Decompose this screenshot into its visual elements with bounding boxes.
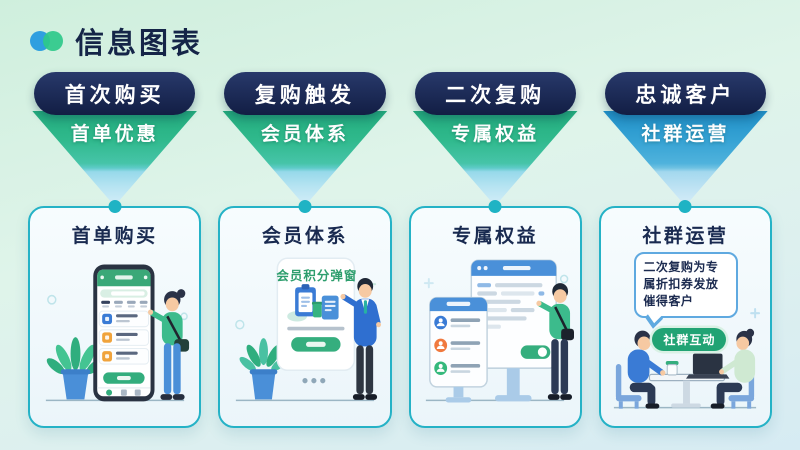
cup-icon <box>666 360 679 376</box>
home-nav-icon <box>105 389 112 396</box>
woman-figure <box>147 289 189 400</box>
connector-dot <box>488 200 502 213</box>
card-community-operation: 社群运营 <box>598 206 772 428</box>
funnel-label: 专属权益 <box>451 124 540 145</box>
column-first-purchase: 首次购买 首单优惠 首单购买 <box>28 72 202 428</box>
stage-pill: 首次购买 <box>34 72 196 115</box>
man-figure <box>536 283 575 400</box>
funnel-wrap: 会员体系 <box>218 111 391 206</box>
speech-bubble: 二次复购为专 属折扣券发放 催得客户 <box>634 252 739 319</box>
points-jar-icon <box>312 303 322 318</box>
profile-nav-icon <box>134 389 141 396</box>
funnel-label: 会员体系 <box>260 124 349 145</box>
stage-pill: 忠诚客户 <box>604 72 766 115</box>
community-meeting-illustration: 二次复购为专 属折扣券发放 催得客户 社群互动 <box>606 252 764 418</box>
card-title: 首单购买 <box>71 226 158 247</box>
cart-nav-icon <box>120 389 127 396</box>
stage-pill: 复购触发 <box>224 72 386 115</box>
small-panel <box>429 296 488 403</box>
phone-mockup <box>92 264 155 402</box>
plant-icon <box>239 338 288 400</box>
popup-title: 会员积分弹窗 <box>276 269 358 283</box>
document-icon <box>321 295 339 320</box>
card-title: 会员体系 <box>261 226 348 247</box>
large-panel <box>470 259 558 402</box>
avatar-icon <box>434 361 448 375</box>
bubble-line: 属折扣券发放 <box>643 277 719 292</box>
card-exclusive-benefits: 专属权益 <box>408 206 582 428</box>
arms <box>642 357 740 376</box>
laptop-icon <box>686 353 730 379</box>
table <box>649 373 726 408</box>
funnel-label: 首单优惠 <box>70 124 159 145</box>
logo-green-circle <box>43 31 63 51</box>
bubble-line: 催得客户 <box>643 294 694 309</box>
funnel-columns: 首次购买 首单优惠 首单购买 <box>28 72 772 428</box>
funnel-wrap: 专属权益 <box>409 111 582 206</box>
card-first-order: 首单购买 <box>28 206 202 428</box>
bubble-line: 二次复购为专 <box>643 260 719 274</box>
phone-shopping-illustration <box>36 252 194 418</box>
overlapping-circles-logo-icon <box>30 30 64 52</box>
community-interaction-tag: 社群互动 <box>652 328 727 351</box>
man-figure <box>340 277 381 400</box>
member-points-popup-illustration: 会员积分弹窗 <box>226 252 384 418</box>
brand-header: 信息图表 <box>30 20 203 62</box>
popup-card <box>276 257 355 372</box>
card-member-system: 会员体系 <box>218 206 392 428</box>
stage-pill: 二次复购 <box>414 72 576 115</box>
funnel-wrap: 首单优惠 <box>28 111 201 206</box>
left-chair <box>616 364 642 409</box>
funnel-wrap: 社群运营 <box>599 111 772 206</box>
benefit-panels-illustration <box>416 252 575 418</box>
connector-dot <box>678 200 692 213</box>
funnel-label: 社群运营 <box>641 124 730 145</box>
column-repurchase-trigger: 复购触发 会员体系 会员体系 <box>218 72 392 428</box>
column-loyal-customers: 忠诚客户 社群运营 社群运营 <box>598 72 772 428</box>
connector-dot <box>108 200 122 213</box>
card-title: 专属权益 <box>452 226 539 247</box>
woman-figure <box>711 328 756 409</box>
man-figure <box>628 330 660 409</box>
card-title: 社群运营 <box>642 226 729 247</box>
connector-dot <box>298 200 312 213</box>
page-title: 信息图表 <box>75 28 204 60</box>
pagination-dots <box>302 377 326 384</box>
column-second-repurchase: 二次复购 专属权益 专属权益 <box>408 72 582 428</box>
